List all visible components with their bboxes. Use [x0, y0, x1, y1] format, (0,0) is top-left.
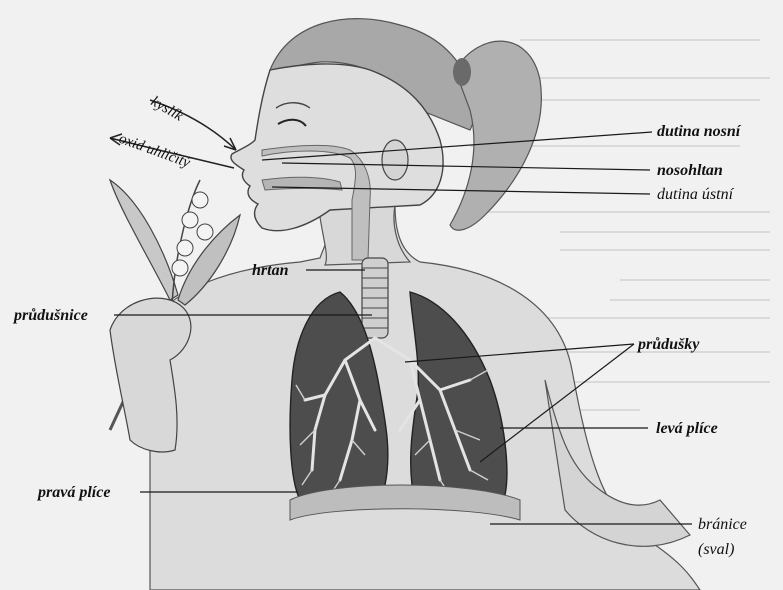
diaphragm-label: bránice [698, 516, 747, 533]
trachea-shape [362, 258, 388, 338]
diaphragm-note-label: (sval) [698, 541, 734, 558]
nasopharynx-label: nosohltan [657, 162, 723, 179]
larynx-label: hrtan [252, 262, 289, 279]
trachea-label: průdušnice [12, 307, 88, 324]
carbon-dioxide-label: oxid uhličitý [117, 131, 193, 172]
right-lung-label: pravá plíce [36, 484, 110, 501]
nasal-cavity-label: dutina nosní [657, 123, 742, 140]
left-lung-label: levá plíce [656, 420, 718, 437]
oral-cavity-label: dutina ústní [657, 186, 735, 203]
hair-tie [453, 58, 471, 86]
oxygen-label: kyslík [148, 94, 186, 125]
bronchi-label: průdušky [636, 336, 700, 353]
ear [382, 140, 408, 180]
